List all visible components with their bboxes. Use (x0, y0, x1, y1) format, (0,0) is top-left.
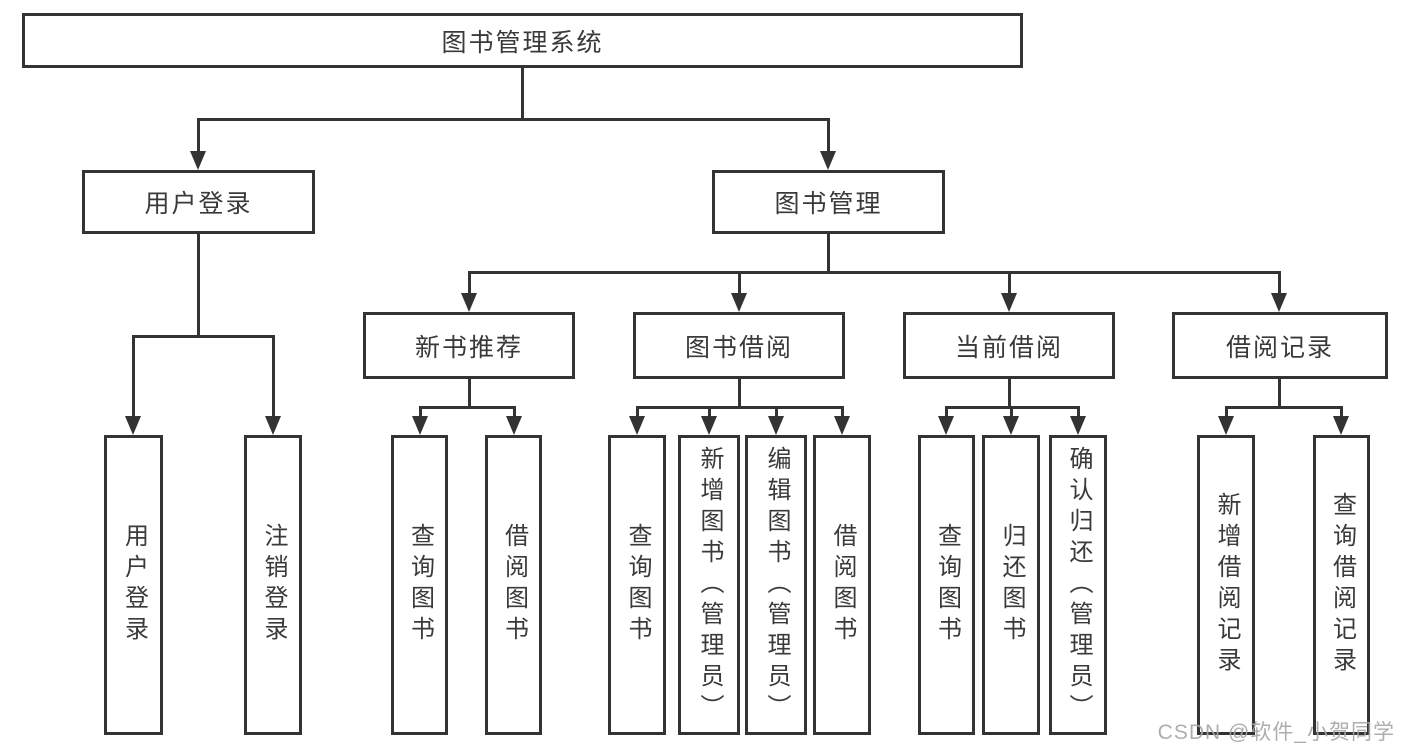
arrow-down-icon (265, 416, 281, 435)
connector-stem (1277, 379, 1281, 409)
leaf-confirm-return-admin: 确认归还（管理员） (1049, 435, 1107, 735)
arrow-down-icon (412, 416, 428, 435)
leaf-logout: 注销登录 (244, 435, 302, 735)
connector-stem (1007, 379, 1011, 409)
connector-drop (512, 406, 516, 417)
connector-drop (737, 271, 741, 294)
arrow-down-icon (1218, 416, 1234, 435)
node-book-management-system: 图书管理系统 (22, 13, 1023, 68)
leaf-label: 确认归还（管理员） (1065, 445, 1092, 725)
arrow-down-icon (701, 416, 717, 435)
node-user-login: 用户登录 (82, 170, 315, 234)
connector-drop (418, 406, 422, 417)
connector-split (1224, 406, 1343, 409)
connector-split (131, 335, 275, 338)
leaf-label: 归还图书 (998, 523, 1025, 647)
connector-drop (826, 118, 830, 152)
leaf-label: 查询图书 (406, 523, 434, 647)
connector-drop (635, 406, 639, 417)
connector-drop (944, 406, 948, 417)
arrow-down-icon (461, 293, 477, 312)
node-book-borrowing: 图书借阅 (633, 312, 845, 379)
connector-drop (1224, 406, 1228, 417)
arrow-down-icon (820, 151, 836, 170)
arrow-down-icon (768, 416, 784, 435)
node-borrowing-records: 借阅记录 (1172, 312, 1388, 379)
leaf-label: 用户登录 (120, 523, 148, 647)
leaf-user-login: 用户登录 (104, 435, 163, 735)
arrow-down-icon (731, 293, 747, 312)
connector-split (467, 271, 1281, 274)
leaf-add-books-admin: 新增图书（管理员） (678, 435, 740, 735)
arrow-down-icon (834, 416, 850, 435)
arrow-down-icon (1333, 416, 1349, 435)
connector-split (196, 118, 830, 121)
leaf-add-borrow-record: 新增借阅记录 (1197, 435, 1255, 735)
node-new-book-recommendation: 新书推荐 (363, 312, 575, 379)
arrow-down-icon (938, 416, 954, 435)
arrow-down-icon (1003, 416, 1019, 435)
leaf-label: 注销登录 (260, 523, 287, 647)
connector-stem (467, 379, 471, 409)
connector-stem (520, 68, 524, 121)
arrow-down-icon (1001, 293, 1017, 312)
connector-drop (467, 271, 471, 294)
arrow-down-icon (190, 151, 206, 170)
leaf-label: 借阅图书 (829, 523, 856, 647)
connector-split (418, 406, 516, 409)
leaf-edit-books-admin: 编辑图书（管理员） (745, 435, 807, 735)
node-book-management: 图书管理 (712, 170, 945, 234)
connector-split (635, 406, 844, 409)
leaf-label: 新增图书（管理员） (696, 445, 723, 725)
arrow-down-icon (629, 416, 645, 435)
connector-drop (707, 406, 711, 417)
csdn-watermark: CSDN @软件_小贺同学 (1157, 721, 1395, 744)
connector-stem (826, 234, 830, 274)
connector-drop (774, 406, 778, 417)
leaf-query-books-recommend: 查询图书 (391, 435, 448, 735)
leaf-query-books-current: 查询图书 (918, 435, 975, 735)
leaf-label: 查询图书 (933, 523, 961, 647)
arrow-down-icon (125, 416, 141, 435)
leaf-borrow-books: 借阅图书 (813, 435, 871, 735)
connector-drop (196, 118, 200, 152)
arrow-down-icon (1271, 293, 1287, 312)
connector-drop (271, 335, 275, 417)
leaf-label: 借阅图书 (500, 523, 528, 647)
connector-drop (1009, 406, 1013, 417)
connector-drop (1277, 271, 1281, 294)
leaf-borrow-books-recommend: 借阅图书 (485, 435, 542, 735)
connector-drop (1076, 406, 1080, 417)
connector-drop (840, 406, 844, 417)
arrow-down-icon (1070, 416, 1086, 435)
connector-drop (1339, 406, 1343, 417)
leaf-return-books: 归还图书 (982, 435, 1040, 735)
leaf-label: 新增借阅记录 (1213, 492, 1240, 678)
connector-stem (737, 379, 741, 409)
leaf-label: 查询图书 (624, 523, 651, 647)
leaf-query-borrow-record: 查询借阅记录 (1313, 435, 1370, 735)
node-current-borrowing: 当前借阅 (903, 312, 1115, 379)
connector-drop (1007, 271, 1011, 294)
leaf-label: 编辑图书（管理员） (763, 445, 790, 725)
arrow-down-icon (506, 416, 522, 435)
leaf-label: 查询借阅记录 (1328, 492, 1356, 678)
connector-drop (131, 335, 135, 417)
connector-stem (196, 234, 200, 338)
leaf-query-books-borrow: 查询图书 (608, 435, 666, 735)
